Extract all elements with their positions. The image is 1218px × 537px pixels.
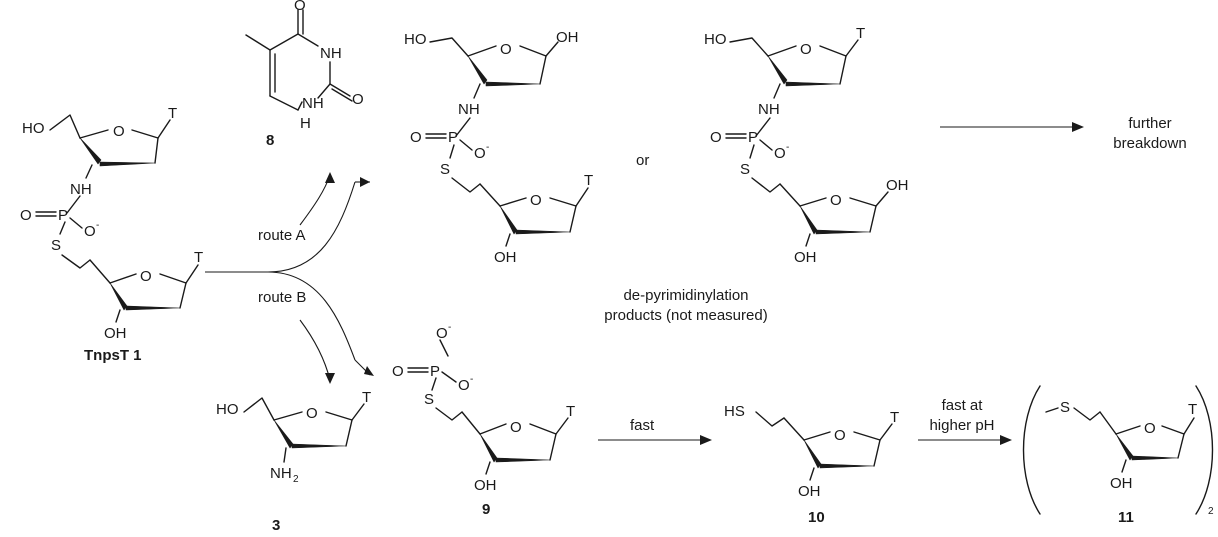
svg-text:OH: OH (886, 177, 909, 194)
product-a2: HO O T NH O P O - S O OH OH (704, 25, 909, 266)
svg-text:de-pyrimidinylation: de-pyrimidinylation (623, 287, 748, 304)
svg-text:NH: NH (302, 95, 324, 112)
svg-text:-: - (470, 374, 473, 385)
svg-text:T: T (194, 249, 203, 266)
svg-text:HO: HO (704, 31, 727, 48)
svg-text:OH: OH (474, 477, 497, 494)
svg-text:HO: HO (404, 31, 427, 48)
svg-text:O: O (800, 41, 812, 58)
fast-arrow: fast (598, 417, 712, 445)
svg-text:O: O (436, 325, 448, 342)
svg-text:2: 2 (1208, 506, 1214, 517)
svg-text:NH: NH (758, 101, 780, 118)
svg-text:O: O (294, 0, 306, 14)
svg-text:T: T (584, 172, 593, 189)
svg-text:NH: NH (320, 45, 342, 62)
svg-text:O: O (500, 41, 512, 58)
svg-text:O: O (352, 91, 364, 108)
svg-text:O: O (84, 223, 96, 240)
svg-text:S: S (1060, 399, 1070, 416)
svg-text:T: T (890, 409, 899, 426)
svg-text:products (not measured): products (not measured) (604, 307, 767, 324)
label-compound-10: 10 (808, 509, 825, 526)
svg-text:OH: OH (1110, 475, 1133, 492)
svg-text:NH: NH (70, 181, 92, 198)
route-b-label: route B (258, 289, 306, 306)
svg-text:HO: HO (216, 401, 239, 418)
svg-text:NH: NH (270, 465, 292, 482)
svg-text:breakdown: breakdown (1113, 135, 1186, 152)
svg-text:O: O (474, 145, 486, 162)
svg-text:T: T (1188, 401, 1197, 418)
label-compound-3: 3 (272, 517, 280, 534)
svg-text:O: O (113, 123, 125, 140)
compound-10: HS O T OH 10 (724, 403, 899, 526)
svg-text:O: O (530, 192, 542, 209)
svg-text:NH: NH (458, 101, 480, 118)
svg-text:T: T (856, 25, 865, 42)
svg-text:O: O (410, 129, 422, 146)
svg-text:O: O (774, 145, 786, 162)
route-arrows: route A route B (205, 172, 374, 384)
svg-text:OH: OH (798, 483, 821, 500)
svg-text:P: P (58, 207, 68, 224)
svg-text:O: O (834, 427, 846, 444)
compound-1: HO O T NH O P O - S O T OH TnpsT 1 (20, 105, 203, 364)
product-a1: HO O OH NH O P O - S O T OH (404, 29, 593, 266)
svg-text:O: O (710, 129, 722, 146)
svg-text:OH: OH (556, 29, 579, 46)
svg-text:O: O (830, 192, 842, 209)
label-compound-9: 9 (482, 501, 490, 518)
svg-text:OH: OH (794, 249, 817, 266)
svg-text:OH: OH (104, 325, 127, 342)
svg-text:T: T (168, 105, 177, 122)
svg-text:O: O (1144, 420, 1156, 437)
svg-text:further: further (1128, 115, 1171, 132)
svg-text:H: H (300, 115, 311, 132)
svg-text:O: O (306, 405, 318, 422)
svg-text:S: S (51, 237, 61, 254)
svg-text:-: - (448, 322, 451, 333)
svg-text:higher pH: higher pH (929, 417, 994, 434)
svg-text:T: T (362, 389, 371, 406)
compound-3: HO O T NH 2 3 (216, 389, 371, 534)
svg-text:fast: fast (630, 417, 655, 434)
svg-text:O: O (458, 377, 470, 394)
svg-text:-: - (486, 142, 489, 153)
label-compound-11: 11 (1118, 509, 1134, 526)
svg-text:P: P (430, 363, 440, 380)
svg-text:O: O (20, 207, 32, 224)
compound-11: S O T OH 2 11 (1022, 385, 1214, 526)
or-label: or (636, 152, 649, 169)
higher-ph-arrow: fast at higher pH (918, 397, 1012, 445)
svg-text:S: S (440, 161, 450, 178)
depyrimidinylation-note: de-pyrimidinylation products (not measur… (604, 287, 767, 324)
svg-text:-: - (96, 220, 99, 231)
compound-8: O NH O NH H 8 (245, 0, 364, 149)
svg-text:-: - (786, 142, 789, 153)
svg-text:HS: HS (724, 403, 745, 420)
compound-9: O - O P O - S O T OH 9 (392, 322, 575, 518)
svg-text:T: T (566, 403, 575, 420)
further-breakdown-arrow: further breakdown (940, 115, 1187, 152)
svg-text:S: S (424, 391, 434, 408)
svg-text:O: O (140, 268, 152, 285)
svg-text:2: 2 (293, 474, 299, 485)
svg-text:P: P (448, 129, 458, 146)
label-compound-1: TnpsT 1 (84, 347, 142, 364)
svg-text:P: P (748, 129, 758, 146)
svg-text:OH: OH (494, 249, 517, 266)
svg-text:O: O (510, 419, 522, 436)
route-a-label: route A (258, 227, 306, 244)
label-compound-8: 8 (266, 132, 274, 149)
svg-text:fast at: fast at (942, 397, 984, 414)
svg-text:HO: HO (22, 120, 45, 137)
svg-text:O: O (392, 363, 404, 380)
svg-text:S: S (740, 161, 750, 178)
